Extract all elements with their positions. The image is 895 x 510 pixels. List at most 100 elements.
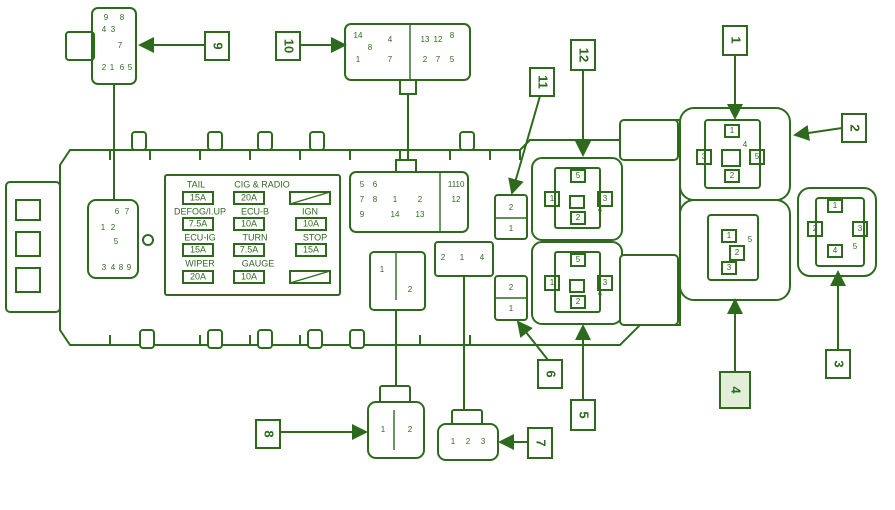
- pin-label: 3: [481, 437, 486, 446]
- pin-label: 1: [110, 63, 115, 72]
- pin-label: 2: [576, 213, 581, 222]
- connector-8: 1 2: [367, 310, 425, 459]
- connector-9: 9 8 4 3 7 6 5 2 1: [65, 7, 137, 200]
- pin-label: 1: [730, 126, 735, 135]
- pin-label: 8: [450, 31, 455, 40]
- pin-label: 8: [120, 13, 125, 22]
- pin-label: 4: [102, 25, 107, 34]
- relay-4: 1 2 3 5: [707, 214, 759, 281]
- fuse-amp: 10A: [303, 218, 319, 228]
- pin-label: 5: [450, 55, 455, 64]
- pin-label: 1: [356, 55, 361, 64]
- pin-label: 3: [858, 224, 863, 233]
- pin-label: 5: [853, 242, 858, 251]
- pin-label: 2: [418, 195, 423, 204]
- pin-label: 13: [421, 35, 430, 44]
- pin-label: 4: [480, 253, 485, 262]
- pin-label: 2: [509, 283, 514, 292]
- pin-label: 7: [436, 55, 441, 64]
- callout-label-4: 4: [719, 371, 751, 409]
- callout-label-7: 7: [527, 427, 553, 459]
- fuse-amp: 15A: [303, 244, 319, 254]
- pin-label: 1: [550, 194, 555, 203]
- pin-label: 1: [550, 278, 555, 287]
- svg-text:7: 7: [534, 439, 549, 446]
- pin-label: 5: [755, 152, 760, 161]
- pin-label: 4: [743, 140, 748, 149]
- relay-5: 5 1 3 2 4: [531, 241, 623, 325]
- pin-label: 6: [120, 63, 125, 72]
- pin-label: 2: [735, 248, 740, 257]
- pin-label: 7: [125, 207, 130, 216]
- pin-label: 8: [373, 195, 378, 204]
- connector-mid-8: 1 2: [369, 251, 426, 311]
- pin-label: 7: [388, 55, 393, 64]
- svg-text:5: 5: [577, 411, 592, 418]
- svg-text:11: 11: [536, 75, 551, 89]
- connector-6: 2 1: [494, 275, 528, 321]
- callout-label-11: 11: [529, 67, 555, 97]
- callout-label-1: 1: [722, 25, 748, 56]
- pin-label: 2: [102, 63, 107, 72]
- svg-text:4: 4: [729, 386, 744, 394]
- connector-7: 1 2 3: [437, 276, 499, 461]
- fuse-label: TURN: [243, 232, 268, 242]
- fuse-amp: 20A: [190, 271, 206, 281]
- pin-label: 1: [509, 304, 514, 313]
- pin-label: 4: [598, 205, 603, 214]
- fuse-col1-label: TAIL: [187, 179, 205, 189]
- junction-block-body: [59, 119, 681, 349]
- pin-label: 1: [460, 253, 465, 262]
- pin-label: 8: [119, 263, 124, 272]
- pin-label: 12: [434, 35, 443, 44]
- pin-label: 5: [748, 235, 753, 244]
- pin-label: 2: [466, 437, 471, 446]
- connector-10: 14 8 1 7 4 13 12 8 2 7 5: [344, 23, 471, 160]
- callout-label-9: 9: [204, 31, 230, 61]
- pin-label: 4: [833, 246, 838, 255]
- fuse-col2-label: CIG & RADIO: [234, 179, 290, 189]
- pin-label: 2: [408, 285, 413, 294]
- pin-label: 3: [102, 263, 107, 272]
- pin-label: 11: [448, 180, 457, 189]
- pin-label: 5: [114, 237, 119, 246]
- pin-label: 9: [127, 263, 132, 272]
- pin-label: 2: [408, 425, 413, 434]
- callout-label-10: 10: [275, 31, 301, 61]
- fuse-label: WIPER: [185, 258, 215, 268]
- svg-text:1: 1: [729, 36, 744, 43]
- pin-label: 2: [423, 55, 428, 64]
- callout-label-12: 12: [570, 39, 596, 71]
- pin-label: 1: [509, 224, 514, 233]
- fuse-label: IGN: [302, 206, 318, 216]
- relay-1: 1 3 5 2 4: [696, 119, 765, 189]
- relay-3: 1 2 3 4 5: [797, 187, 877, 277]
- pin-label: 6: [115, 207, 120, 216]
- pin-label: 14: [391, 210, 400, 219]
- pin-label: 3: [727, 263, 732, 272]
- pin-label: 9: [360, 210, 365, 219]
- fuse-label: ECU-B: [241, 206, 269, 216]
- pin-label: 12: [452, 195, 461, 204]
- pin-label: 2: [441, 253, 446, 262]
- fuse-label: ECU-IG: [184, 232, 216, 242]
- pin-label: 14: [354, 31, 363, 40]
- fuse-panel: TAIL CIG & RADIO 15A 20A DEFOG/I.UP ECU-…: [164, 174, 341, 296]
- pin-label: 2: [730, 171, 735, 180]
- callout-label-3: 3: [825, 349, 851, 379]
- fuse-amp: 7.5A: [189, 218, 208, 228]
- pin-label: 2: [576, 297, 581, 306]
- pin-label: 3: [702, 152, 707, 161]
- svg-text:12: 12: [577, 48, 592, 62]
- fuse-amp: 15A: [190, 244, 206, 254]
- fuse-label: DEFOG/I.UP: [174, 206, 226, 216]
- block-connector-left: 6 7 1 2 5 3 4 8 9: [87, 199, 154, 279]
- pin-label: 1: [833, 201, 838, 210]
- pin-label: 2: [111, 223, 116, 232]
- pin-label: 2: [813, 224, 818, 233]
- pin-label: 6: [373, 180, 378, 189]
- pin-label: 5: [128, 63, 133, 72]
- fuse-amp: 10A: [241, 271, 257, 281]
- callout-label-8: 8: [255, 419, 281, 449]
- pin-label: 5: [576, 255, 581, 264]
